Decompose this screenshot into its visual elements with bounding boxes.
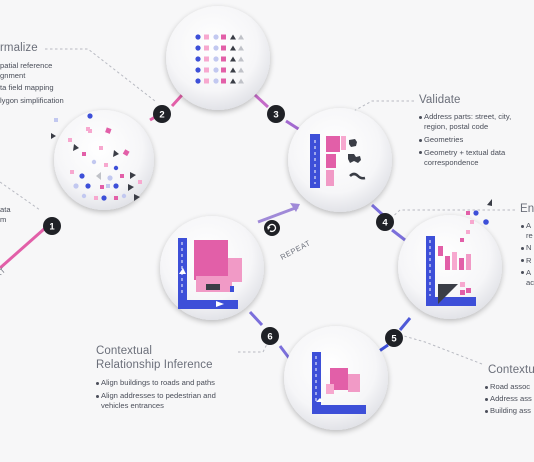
enrich-line-3: N	[526, 243, 532, 253]
enrich-title: En	[520, 203, 534, 215]
connector-validate-4	[370, 203, 385, 217]
inference-sphere	[160, 216, 264, 320]
step-badge-3	[267, 105, 285, 123]
enrich-line-4: R	[526, 255, 532, 265]
validate-line-3: Geometries	[424, 135, 464, 145]
step-badge-2	[153, 105, 171, 123]
validate-line-1: Address parts: street, city,	[424, 112, 512, 121]
connector-2-top	[170, 93, 184, 108]
step-badges	[43, 105, 403, 347]
ingest-line-2: m	[0, 215, 7, 225]
normalize-title: rmalize	[0, 42, 38, 54]
normalize-line-1: patial reference	[0, 61, 53, 70]
connector-4-enrich	[391, 228, 406, 242]
step-badge-1	[43, 217, 61, 235]
step-number-3: 3	[273, 110, 278, 121]
step-number-5: 5	[391, 334, 397, 345]
step-badge-4	[376, 213, 394, 231]
validate-details: Address parts: street, city, region, pos…	[424, 112, 511, 168]
enrich-line-1: A	[526, 221, 532, 230]
validation-icon	[310, 134, 366, 188]
connector-3-validate	[285, 119, 301, 132]
normalize-details: patial reference gnment ta field mapping…	[0, 61, 64, 106]
top-sphere	[166, 6, 270, 110]
enrich-line-2: re	[526, 231, 533, 241]
enrichment-icon	[426, 236, 476, 306]
floating-particles	[51, 118, 90, 142]
contextual-title: Contextu	[488, 364, 534, 376]
ingest-details: ata m	[0, 205, 11, 225]
validate-sphere	[288, 108, 392, 212]
contextual-sphere	[284, 326, 388, 430]
repeat-arrow-line	[257, 205, 299, 224]
step-number-1: 1	[49, 222, 55, 233]
repeat-icon	[267, 223, 277, 233]
field-mapping-icon	[195, 34, 244, 84]
inference-title-line-2: Relationship Inference	[96, 359, 213, 371]
connector-6-inference	[248, 310, 264, 327]
repeat-arrow-head	[290, 203, 300, 212]
contextual-details: Road assoc Address ass Building ass	[490, 382, 532, 417]
road-association-icon	[312, 352, 366, 414]
step-number-6: 6	[267, 332, 272, 343]
step-badge-6	[261, 327, 279, 345]
step-number-4: 4	[382, 218, 388, 229]
ingest-line-1: ata	[0, 205, 11, 214]
validate-title: Validate	[419, 94, 461, 106]
enrich-line-5: A	[526, 267, 532, 277]
building-road-icon	[178, 238, 242, 309]
step-number-2: 2	[159, 110, 164, 121]
enrich-details: A re N R A ac	[526, 221, 534, 288]
ingest-sphere	[51, 110, 154, 210]
enrich-particles	[460, 199, 492, 242]
inference-title-line-1: Contextual	[96, 345, 152, 357]
step-badge-5	[385, 329, 403, 347]
enrich-line-6: ac	[526, 278, 534, 288]
inference-details: Align buildings to roads and paths Align…	[101, 378, 216, 412]
normalize-line-2: gnment	[0, 71, 26, 81]
connector-enrich-5	[398, 317, 412, 331]
validate-line-2: region, postal code	[424, 122, 489, 132]
contextual-line-1: Road assoc	[490, 382, 531, 391]
left-partial-label: RT	[0, 265, 8, 279]
inference-line-2: Align addresses to pedestrian and	[101, 391, 216, 401]
validate-line-5: correspondence	[424, 157, 479, 167]
enrich-sphere	[398, 199, 502, 319]
connector-start-1	[0, 220, 53, 270]
repeat-badge	[264, 220, 280, 236]
validate-line-4: Geometry + textual data	[424, 147, 506, 157]
contextual-line-2: Address ass	[490, 394, 532, 404]
inference-line-3: vehicles entrances	[101, 401, 164, 411]
inference-line-1: Align buildings to roads and paths	[101, 378, 215, 387]
normalize-line-3: ta field mapping	[0, 83, 54, 93]
contextual-line-3: Building ass	[490, 406, 531, 416]
repeat-label: REPEAT	[279, 238, 312, 261]
normalize-line-4: lygon simplification	[0, 95, 64, 105]
connector-top-3	[253, 93, 270, 109]
